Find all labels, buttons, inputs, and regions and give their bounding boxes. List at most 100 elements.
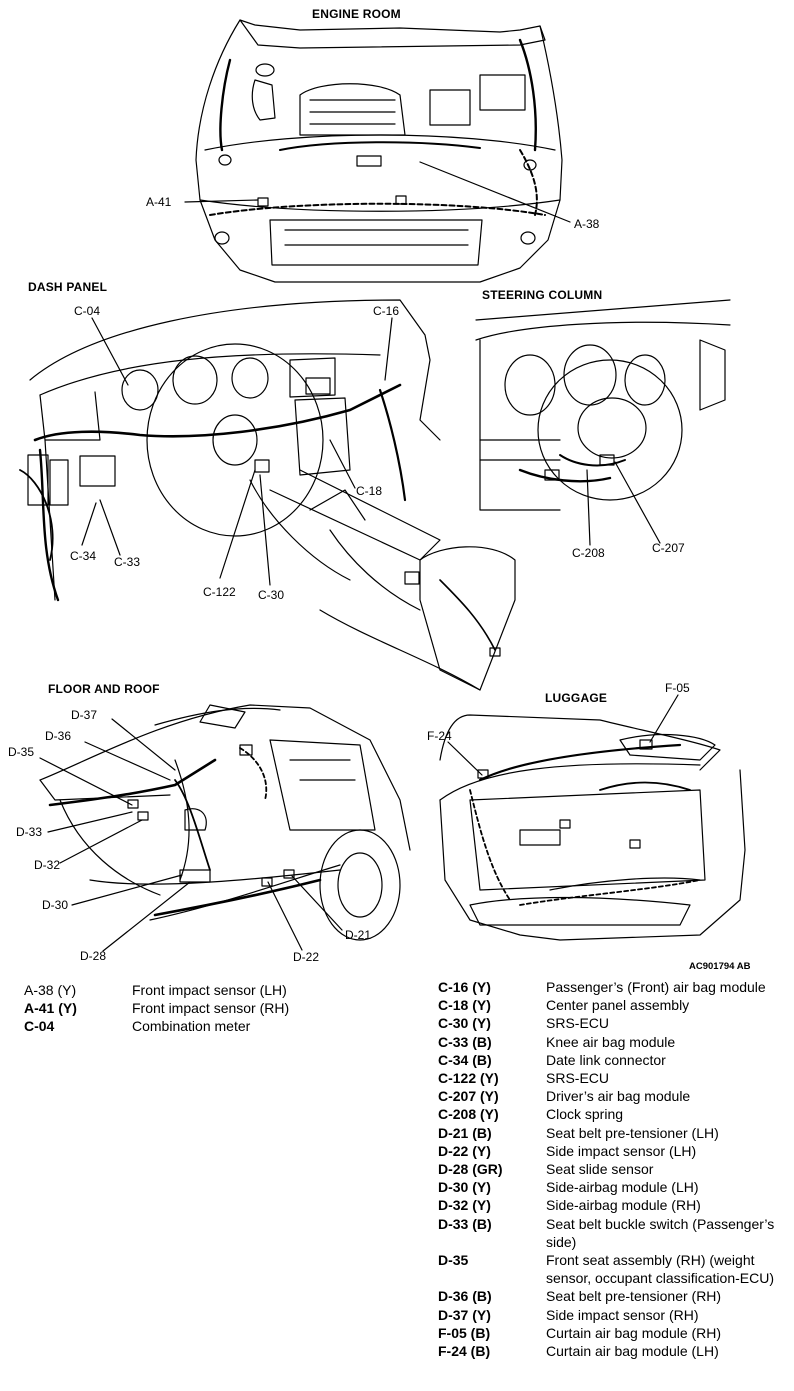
connector-code: D-28 (GR) — [438, 1161, 503, 1178]
callout-d33: D-33 — [16, 825, 43, 839]
legend-row: D-22 (Y) Side impact sensor (LH) — [438, 1142, 790, 1160]
connector-code: C-207 (Y) — [438, 1088, 499, 1105]
connector-code: D-32 (Y) — [438, 1197, 491, 1214]
legend-row: C-208 (Y) Clock spring — [438, 1105, 790, 1123]
callout-d32: D-32 — [34, 858, 61, 872]
connector-description: Passenger’s (Front) air bag module — [546, 979, 766, 995]
callout-d35: D-35 — [8, 745, 35, 759]
legend-row: C-16 (Y) Passenger’s (Front) air bag modu… — [438, 978, 790, 996]
callout-a38: A-38 — [574, 217, 600, 231]
connector-description: Center panel assembly — [546, 997, 690, 1014]
connector-code: D-37 (Y) — [438, 1306, 491, 1323]
legend-row: C-122 (Y) SRS-ECU — [438, 1069, 790, 1087]
legend-row: D-33 (B) Seat belt buckle switch (Passeng… — [438, 1215, 790, 1251]
legend-row: C-34 (B)Date link connector — [438, 1051, 790, 1069]
luggage-drawing — [439, 694, 746, 941]
connector-code: C-18 (Y) — [438, 997, 491, 1014]
luggage-title: LUGGAGE — [545, 691, 608, 705]
dash-panel-drawing — [19, 299, 516, 691]
engine-room-drawing — [184, 19, 571, 283]
connector-code: C-30 (Y) — [438, 1015, 491, 1032]
engine-room-title: ENGINE ROOM — [312, 7, 401, 21]
callout-f05: F-05 — [665, 681, 690, 695]
connector-description: Clock spring — [546, 1106, 624, 1123]
legend-row: D-30 (Y) Side-airbag module (LH) — [438, 1178, 790, 1196]
connector-description: Side-airbag module (LH) — [546, 1179, 699, 1196]
callout-c04: C-04 — [74, 304, 101, 318]
connector-description: Combination meter — [132, 1018, 251, 1035]
connector-description: Knee air bag module — [546, 1033, 676, 1050]
legend-row: D-28 (GR) Seat slide sensor — [438, 1160, 790, 1178]
callout-c207: C-207 — [652, 541, 685, 555]
legend-row: D-37 (Y) Side impact sensor (RH) — [438, 1306, 790, 1324]
connector-description: Seat slide sensor — [546, 1161, 654, 1178]
legend-row: D-36 (B) Seat belt pre-tensioner (RH) — [438, 1287, 790, 1305]
callout-c122: C-122 — [203, 585, 236, 599]
dash-panel-title: DASH PANEL — [28, 280, 108, 294]
callout-c208: C-208 — [572, 546, 605, 560]
connector-description: Front impact sensor (LH) — [132, 982, 287, 998]
connector-code: A-41 (Y) — [24, 1000, 77, 1017]
connector-code: A-38 (Y) — [24, 982, 77, 998]
connector-code: D-33 (B) — [438, 1215, 492, 1232]
callout-c16: C-16 — [373, 304, 400, 318]
connector-description: Seat belt buckle switch (Passenger’s sid… — [546, 1215, 775, 1250]
connector-code: C-122 (Y) — [438, 1070, 499, 1087]
connector-description: Front impact sensor (RH) — [132, 1000, 290, 1017]
connector-code: D-35 — [438, 1252, 469, 1269]
legend-row: D-21 (B) Seat belt pre-tensioner (LH) — [438, 1124, 790, 1142]
connector-description: Side-airbag module (RH) — [546, 1197, 701, 1214]
floor-and-roof-title: FLOOR AND ROOF — [48, 682, 160, 696]
legend-row: C-33 (B) Knee air bag module — [438, 1033, 790, 1051]
callout-c18: C-18 — [356, 484, 383, 498]
callout-d36: D-36 — [45, 729, 72, 743]
connector-description: Seat belt pre-tensioner (RH) — [546, 1288, 722, 1305]
connector-description: Curtain air bag module (RH) — [546, 1324, 722, 1341]
callout-c34: C-34 — [70, 549, 97, 563]
legend-row: A-38 (Y) Front impact sensor (LH) — [24, 981, 364, 999]
connector-code: F-24 (B) — [438, 1343, 491, 1360]
callout-d22: D-22 — [293, 950, 320, 964]
connector-code: C-16 (Y) — [438, 979, 491, 995]
callout-c30: C-30 — [258, 588, 285, 602]
figure-code: AC901794 AB — [689, 961, 751, 972]
callout-d30: D-30 — [42, 898, 69, 912]
connector-code: F-05 (B) — [438, 1324, 491, 1341]
connector-description: Date link connector — [546, 1051, 666, 1068]
legend-row: A-41 (Y) Front impact sensor (RH) — [24, 999, 364, 1017]
steering-column-title: STEERING COLUMN — [482, 288, 603, 302]
callout-c33: C-33 — [114, 555, 141, 569]
connector-description: Front seat assembly (RH) (weight sensor,… — [546, 1252, 774, 1287]
legend-row: C-207 (Y) Driver’s air bag module — [438, 1087, 790, 1105]
callout-f24: F-24 — [427, 729, 452, 743]
connector-code: D-21 (B) — [438, 1124, 492, 1141]
legend-row: C-30 (Y) SRS-ECU — [438, 1014, 790, 1032]
connector-code: C-04 — [24, 1018, 55, 1035]
connector-description: Seat belt pre-tensioner (LH) — [546, 1124, 719, 1141]
legend-row: D-32 (Y) Side-airbag module (RH) — [438, 1196, 790, 1214]
legend-row: C-18 (Y) Center panel assembly — [438, 996, 790, 1014]
connector-code: D-36 (B) — [438, 1288, 492, 1305]
connector-description: Driver’s air bag module — [546, 1088, 691, 1105]
wiring-illustration — [19, 19, 746, 952]
connector-description: Curtain air bag module (LH) — [546, 1343, 719, 1360]
steering-column-drawing — [475, 299, 731, 546]
callout-d37: D-37 — [71, 708, 98, 722]
connector-code: C-33 (B) — [438, 1033, 492, 1050]
connector-description: Side impact sensor (RH) — [546, 1306, 699, 1323]
legend-row: C-04 Combination meter — [24, 1017, 364, 1035]
callout-d21: D-21 — [345, 928, 372, 942]
connector-description: Side impact sensor (LH) — [546, 1142, 697, 1159]
connector-description: SRS-ECU — [546, 1015, 610, 1032]
legend-row: F-05 (B) Curtain air bag module (RH) — [438, 1324, 790, 1342]
legend-left: A-38 (Y)Front impact sensor (LH)A-41 (Y)… — [24, 981, 364, 1036]
legend-row: D-35 Front seat assembly (RH) (weight sen… — [438, 1251, 790, 1287]
legend-row: F-24 (B) Curtain air bag module (LH) — [438, 1342, 790, 1360]
legend-right: C-16 (Y) Passenger’s (Front) air bag modu… — [438, 978, 790, 1360]
callout-d28: D-28 — [80, 949, 107, 963]
connector-code: D-30 (Y) — [438, 1179, 491, 1196]
connector-code: C-208 (Y) — [438, 1106, 499, 1123]
connector-description: SRS-ECU — [546, 1070, 610, 1087]
connector-code: D-22 (Y) — [438, 1142, 491, 1159]
callout-a41: A-41 — [146, 195, 172, 209]
